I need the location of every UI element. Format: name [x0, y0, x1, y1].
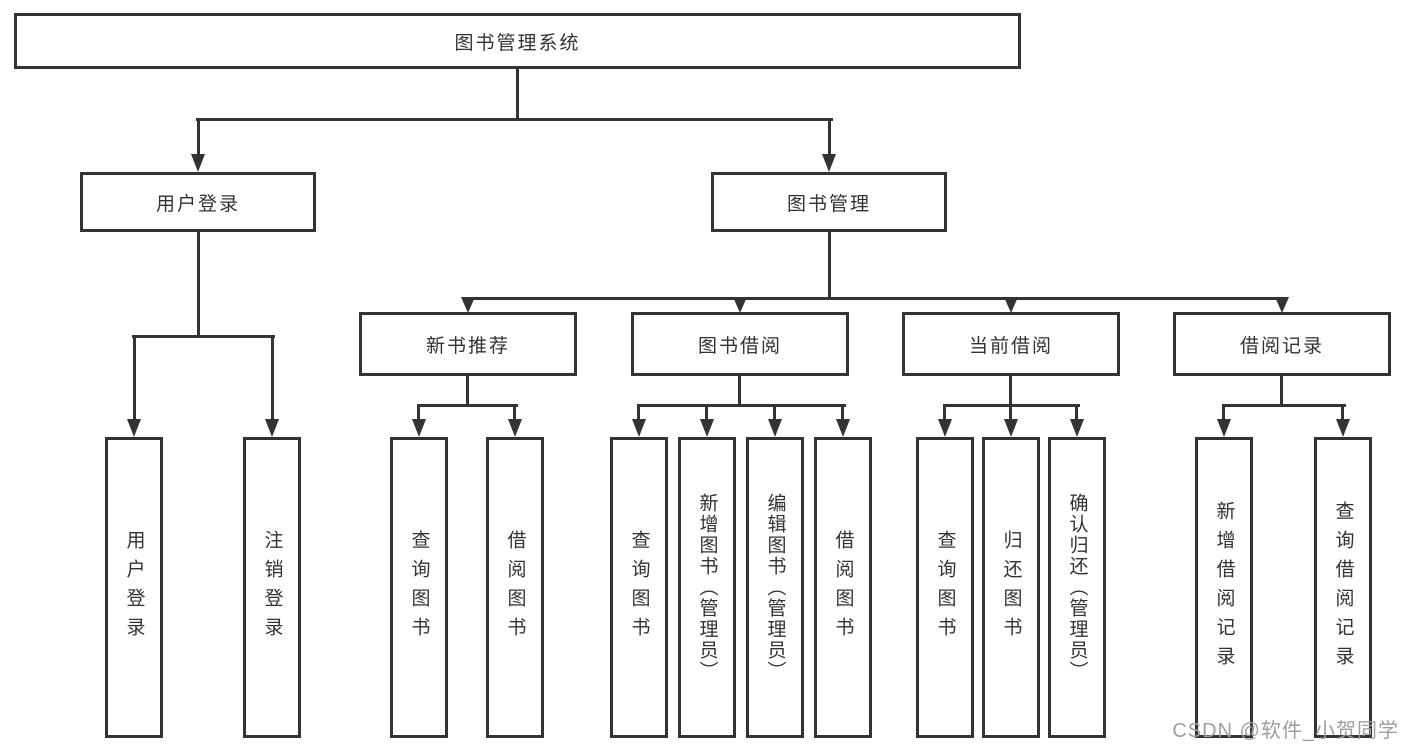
connector-root-crossbar	[196, 118, 833, 121]
connector-drop	[1075, 404, 1078, 421]
connector-drop	[1341, 404, 1344, 421]
node-new-book-recommendation: 新书推荐	[359, 312, 577, 376]
leaf-user-login: 用户登录	[105, 437, 163, 738]
connector-user-login-crossbar	[132, 335, 275, 338]
connector-drop	[943, 404, 946, 421]
connector-root-stem	[516, 68, 519, 120]
connector-drop-login-leaf	[133, 335, 136, 421]
arrow-down-icon	[1336, 419, 1350, 437]
connector-drop	[513, 404, 516, 421]
node-library-management-system: 图书管理系统	[14, 13, 1021, 69]
connector-records-crossbar	[1222, 404, 1346, 407]
leaf-query-borrow-record: 查询借阅记录	[1314, 437, 1372, 738]
arrow-down-icon	[412, 419, 426, 437]
arrow-down-icon	[768, 419, 782, 437]
node-user-login: 用户登录	[80, 172, 316, 232]
connector-records-stem	[1280, 375, 1283, 406]
connector-drop-user-login	[197, 118, 200, 156]
connector-drop-book-management	[828, 118, 831, 156]
leaf-add-books-admin: 新增图书（管理员）	[678, 437, 736, 738]
connector-drop	[705, 404, 708, 421]
connector-drop-logout-leaf	[271, 335, 274, 421]
leaf-logout: 注销登录	[243, 437, 301, 738]
arrow-down-icon	[938, 419, 952, 437]
connector-borrow-stem	[738, 375, 741, 406]
arrow-down-icon	[1004, 419, 1018, 437]
arrow-down-icon	[191, 154, 205, 172]
arrow-down-icon	[1004, 297, 1018, 313]
connector-drop	[637, 404, 640, 421]
node-borrowing-records: 借阅记录	[1173, 312, 1391, 376]
arrow-down-icon	[127, 419, 141, 437]
leaf-add-borrow-record: 新增借阅记录	[1195, 437, 1253, 738]
connector-current-stem	[1009, 375, 1012, 406]
connector-drop	[841, 404, 844, 421]
connector-book-management-crossbar	[466, 297, 1285, 300]
arrow-down-icon	[265, 419, 279, 437]
arrow-down-icon	[508, 419, 522, 437]
arrow-down-icon	[1070, 419, 1084, 437]
arrow-down-icon	[700, 419, 714, 437]
arrow-down-icon	[632, 419, 646, 437]
leaf-confirm-return-admin: 确认归还（管理员）	[1048, 437, 1106, 738]
connector-book-management-stem	[828, 232, 831, 298]
leaf-return-books: 归还图书	[982, 437, 1040, 738]
arrow-down-icon	[836, 419, 850, 437]
arrow-down-icon	[733, 297, 747, 313]
arrow-down-icon	[1275, 297, 1289, 313]
leaf-query-books-recommend: 查询图书	[390, 437, 448, 738]
node-current-borrowing: 当前借阅	[902, 312, 1120, 376]
connector-user-login-stem	[197, 232, 200, 336]
node-book-management: 图书管理	[711, 172, 947, 232]
connector-drop	[1009, 404, 1012, 421]
leaf-borrow-books: 借阅图书	[814, 437, 872, 738]
leaf-query-books-borrow: 查询图书	[610, 437, 668, 738]
connector-drop	[1222, 404, 1225, 421]
csdn-watermark: CSDN @软件_小贺同学	[1172, 720, 1399, 742]
leaf-edit-books-admin: 编辑图书（管理员）	[746, 437, 804, 738]
arrow-down-icon	[461, 297, 475, 313]
connector-drop	[773, 404, 776, 421]
connector-recommend-crossbar	[417, 404, 518, 407]
connector-borrow-crossbar	[637, 404, 846, 407]
connector-recommend-stem	[466, 375, 469, 406]
node-book-borrowing: 图书借阅	[631, 312, 849, 376]
leaf-borrow-books-recommend: 借阅图书	[486, 437, 544, 738]
arrow-down-icon	[1217, 419, 1231, 437]
connector-drop	[417, 404, 420, 421]
leaf-query-books-current: 查询图书	[916, 437, 974, 738]
arrow-down-icon	[822, 154, 836, 172]
